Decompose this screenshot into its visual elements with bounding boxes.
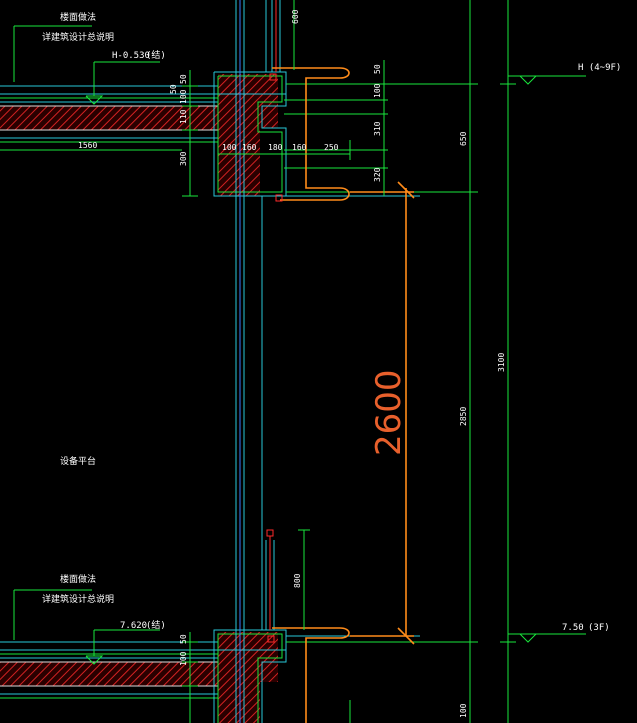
wall-lines xyxy=(235,0,281,723)
top-slab xyxy=(0,74,278,196)
dim-text: 800 xyxy=(293,573,302,588)
dim-text: 160 xyxy=(292,143,307,152)
elevation-top-left-paren: (结) xyxy=(146,49,166,61)
floor-note-bottom: 楼面做法 xyxy=(60,573,96,585)
dim-text: 100 xyxy=(179,651,188,666)
dim-text: 600 xyxy=(291,9,300,24)
dim-text: 310 xyxy=(373,121,382,136)
bottom-slab xyxy=(0,632,278,723)
dim-2600-text: 2600 xyxy=(369,369,409,456)
elevation-bottom-left-paren: (结) xyxy=(146,619,166,631)
parapet-profile-bottom xyxy=(267,627,350,723)
floor-note-top: 楼面做法 xyxy=(60,11,96,23)
dim-text: 650 xyxy=(459,131,468,146)
elevation-right-bottom: 7.50 xyxy=(562,623,584,633)
platform-label: 设备平台 xyxy=(60,455,96,467)
right-dimension-lines xyxy=(293,0,586,723)
dim-text: 2850 xyxy=(459,407,468,426)
dim-text: 100 xyxy=(222,143,237,152)
dim-text: 110 xyxy=(179,109,188,124)
top-slab-lines xyxy=(0,71,478,197)
elevation-right-bottom-paren: (3F) xyxy=(588,623,610,633)
dim-text: 250 xyxy=(324,143,339,152)
dim-text: 50 xyxy=(179,74,188,84)
dim-text: 320 xyxy=(373,167,382,182)
dim-text: 100 xyxy=(459,703,468,718)
floor-note-top-sub: 详建筑设计总说明 xyxy=(42,31,114,43)
dim-text: 160 xyxy=(242,143,257,152)
dim-text: 50 xyxy=(169,84,178,94)
elevation-right-top: H (4~9F) xyxy=(578,63,621,73)
left-leaders xyxy=(0,25,351,723)
dim-text: 300 xyxy=(179,151,188,166)
dim-text: 100 xyxy=(373,83,382,98)
floor-note-bottom-sub: 详建筑设计总说明 xyxy=(42,593,114,605)
dim-text: 3100 xyxy=(497,353,506,372)
parapet-profile-top xyxy=(269,67,350,202)
elevation-top-left: H-0.530 xyxy=(112,51,150,61)
dim-text: 50 xyxy=(179,634,188,644)
dim-text: 100 xyxy=(179,89,188,104)
elevation-bottom-left: 7.620 xyxy=(120,621,147,631)
dim-text: 180 xyxy=(268,143,283,152)
dim-text: 1560 xyxy=(78,141,97,150)
big-dimension-2600 xyxy=(350,181,415,645)
dim-text: 50 xyxy=(373,64,382,74)
